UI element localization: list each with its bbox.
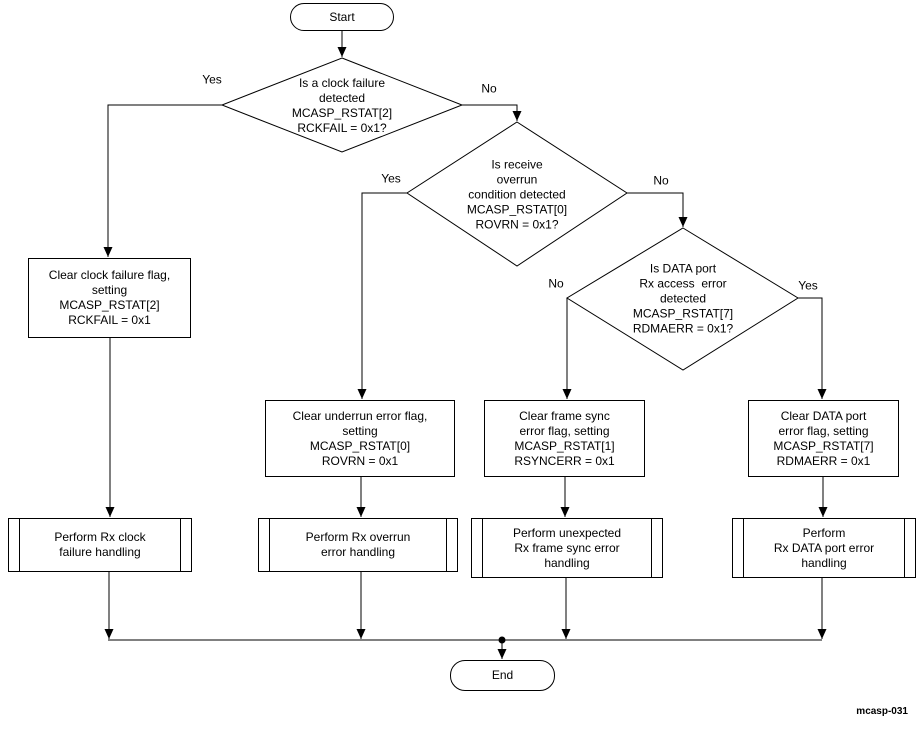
start-terminator: Start <box>290 3 394 31</box>
decision-clock-failure-label: Is a clock failure detected MCASP_RSTAT[… <box>291 76 393 135</box>
predefined-perform-frame-sync: Perform unexpected Rx frame sync error h… <box>471 518 663 578</box>
edge-clock-yes <box>103 104 222 257</box>
predefined-perform-frame-sync-label: Perform unexpected Rx frame sync error h… <box>512 525 622 570</box>
merge-junction-dot <box>498 636 506 644</box>
decision-receive-overrun-label: Is receive overrun condition detected MC… <box>466 157 568 232</box>
process-clear-frame-sync-error: Clear frame sync error flag, setting MCA… <box>484 400 645 477</box>
process-clear-data-port-error-label: Clear DATA port error flag, setting MCAS… <box>773 408 874 468</box>
edge-overrun-no <box>627 192 688 227</box>
edge-dataport-yes <box>798 297 827 399</box>
predefined-perform-clock-failure: Perform Rx clock failure handling <box>8 518 192 572</box>
edge-clock-no <box>462 104 522 121</box>
decision-data-port-error-label: Is DATA port Rx access error detected MC… <box>632 261 734 336</box>
clock-no-label: No <box>481 81 497 96</box>
start-label: Start <box>329 9 355 24</box>
process-clear-clock-failure: Clear clock failure flag, setting MCASP_… <box>28 258 191 338</box>
overrun-no-label: No <box>653 173 669 188</box>
predefined-perform-clock-failure-label: Perform Rx clock failure handling <box>54 530 146 559</box>
clock-yes-label: Yes <box>202 72 222 87</box>
predefined-perform-data-port: Perform Rx DATA port error handling <box>732 518 916 578</box>
dataport-yes-label: Yes <box>798 278 818 293</box>
predefined-perform-overrun-label: Perform Rx overrun error handling <box>305 530 411 559</box>
process-clear-underrun-error-label: Clear underrun error flag, setting MCASP… <box>292 408 428 468</box>
decision-clock-failure-shape <box>220 57 464 153</box>
edge-overrun-yes <box>357 192 407 399</box>
overrun-yes-label: Yes <box>381 171 401 186</box>
predefined-perform-overrun: Perform Rx overrun error handling <box>258 518 458 572</box>
process-clear-underrun-error: Clear underrun error flag, setting MCASP… <box>265 400 455 477</box>
end-label: End <box>491 668 514 682</box>
predefined-perform-data-port-label: Perform Rx DATA port error handling <box>773 525 875 570</box>
figure-id: mcasp-031 <box>856 706 908 717</box>
process-clear-clock-failure-label: Clear clock failure flag, setting MCASP_… <box>48 268 171 327</box>
process-clear-data-port-error: Clear DATA port error flag, setting MCAS… <box>748 400 899 477</box>
decision-data-port-error-shape <box>566 227 799 371</box>
decision-receive-overrun-shape <box>406 121 628 267</box>
process-clear-frame-sync-error-label: Clear frame sync error flag, setting MCA… <box>514 408 615 468</box>
end-terminator: End <box>450 660 555 691</box>
dataport-no-label: No <box>548 276 564 291</box>
